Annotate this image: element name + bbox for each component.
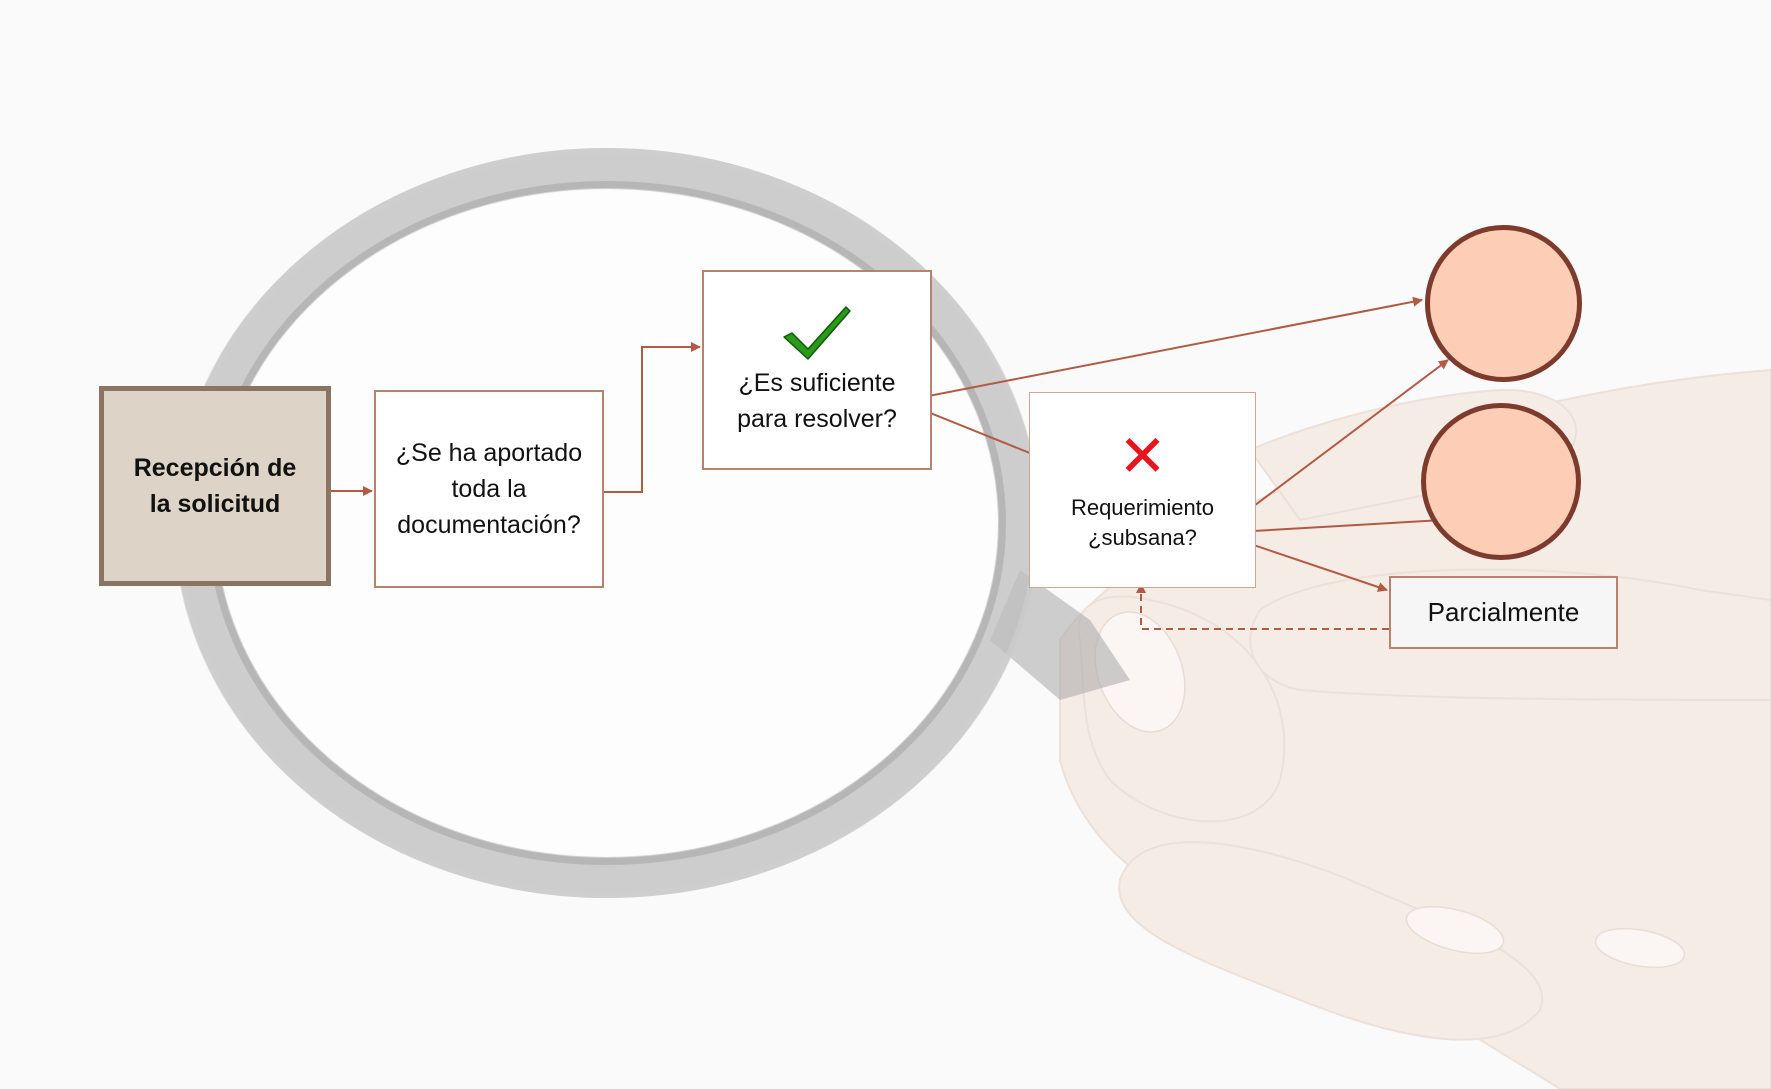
requirement-label-line2: ¿subsana? [1088, 525, 1197, 550]
documents-question-line2: toda la [451, 475, 527, 503]
partial-node[interactable]: Parcialmente [1389, 576, 1618, 649]
arrow-sufficient-to-top-outcome [907, 296, 1423, 401]
outcome-circle-top[interactable] [1425, 225, 1582, 382]
arrow-partial-to-requirement [1136, 583, 1389, 630]
sufficient-question-line1: ¿Es suficiente [738, 369, 896, 397]
partial-label: Parcialmente [1427, 597, 1580, 627]
fingernail-shapes [1094, 611, 1686, 969]
sufficient-question-line2: para resolver? [737, 405, 897, 433]
cross-icon: ✕ [1118, 422, 1167, 490]
arrow-requirement-to-top-outcome [1217, 359, 1449, 534]
arrow-documents-to-sufficient [604, 342, 701, 493]
outcome-circle-middle[interactable] [1421, 403, 1581, 560]
start-label-line2: la solicitud [149, 490, 281, 518]
start-node-reception[interactable]: Recepción de la solicitud [99, 386, 331, 586]
start-label-line1: Recepción de [133, 454, 297, 482]
checkmark-icon [783, 306, 851, 360]
requirement-label-line1: Requerimiento [1070, 495, 1215, 520]
documents-question-line1: ¿Se ha aportado [395, 439, 583, 467]
decision-node-sufficient[interactable]: ¿Es suficiente para resolver? [702, 270, 932, 470]
documents-question-line3: documentación? [397, 511, 581, 539]
requirement-node[interactable]: ✕ Requerimiento ¿subsana? [1029, 392, 1256, 588]
decision-node-documents[interactable]: ¿Se ha aportado toda la documentación? [374, 390, 604, 588]
